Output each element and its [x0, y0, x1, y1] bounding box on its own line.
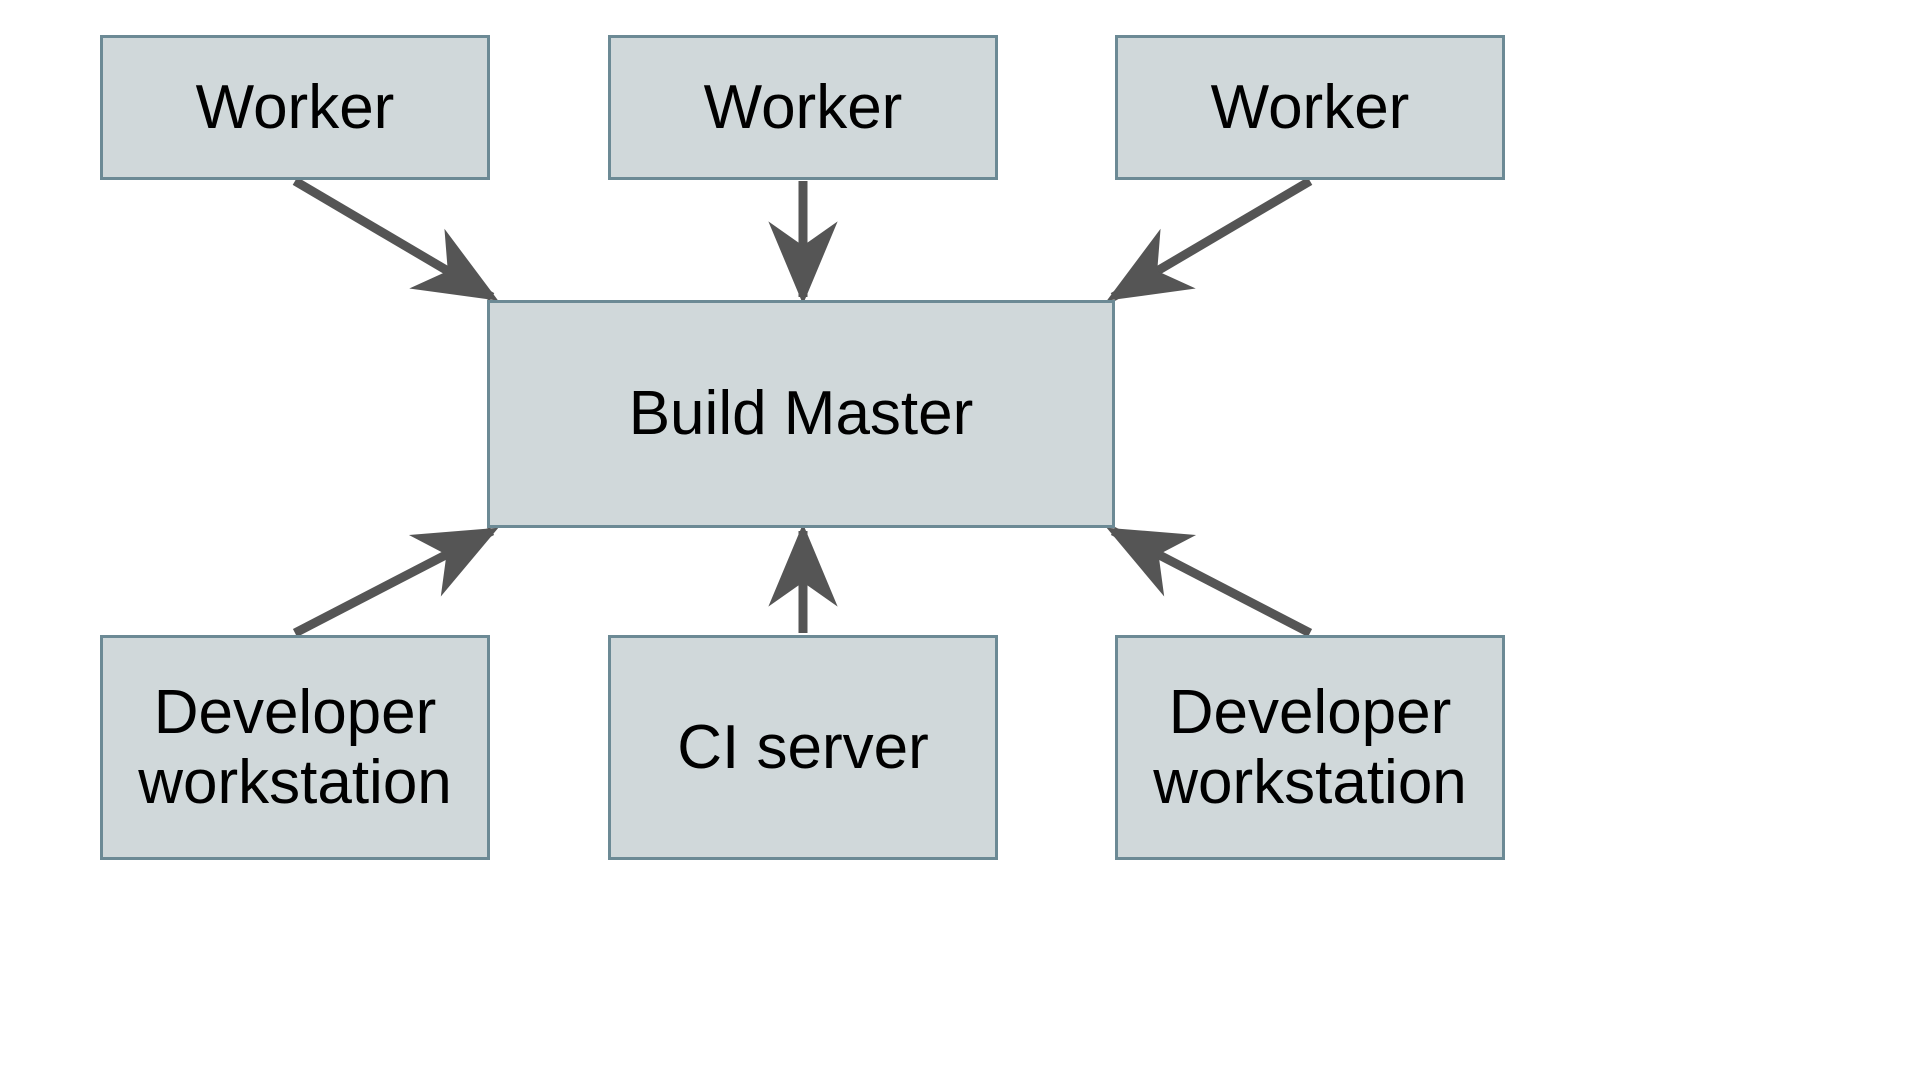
node-dev-ws-right[interactable]: Developer workstation — [1115, 635, 1505, 860]
edge-arrow — [1106, 527, 1313, 637]
node-label: Build Master — [628, 379, 974, 449]
node-label: Developer workstation — [1153, 678, 1467, 817]
node-label: Worker — [195, 72, 395, 142]
node-dev-ws-left[interactable]: Developer workstation — [100, 635, 490, 860]
node-worker-3[interactable]: Worker — [1115, 35, 1505, 180]
node-worker-2[interactable]: Worker — [608, 35, 998, 180]
node-label: Developer workstation — [138, 678, 452, 817]
node-worker-1[interactable]: Worker — [100, 35, 490, 180]
node-ci-server[interactable]: CI server — [608, 635, 998, 860]
node-label: Worker — [703, 72, 903, 142]
edge-arrow — [1106, 177, 1313, 301]
edge-arrow — [292, 527, 499, 637]
node-build-master[interactable]: Build Master — [487, 300, 1115, 528]
edge-arrow — [292, 177, 499, 301]
node-label: Worker — [1210, 72, 1410, 142]
node-label: CI server — [677, 712, 929, 782]
